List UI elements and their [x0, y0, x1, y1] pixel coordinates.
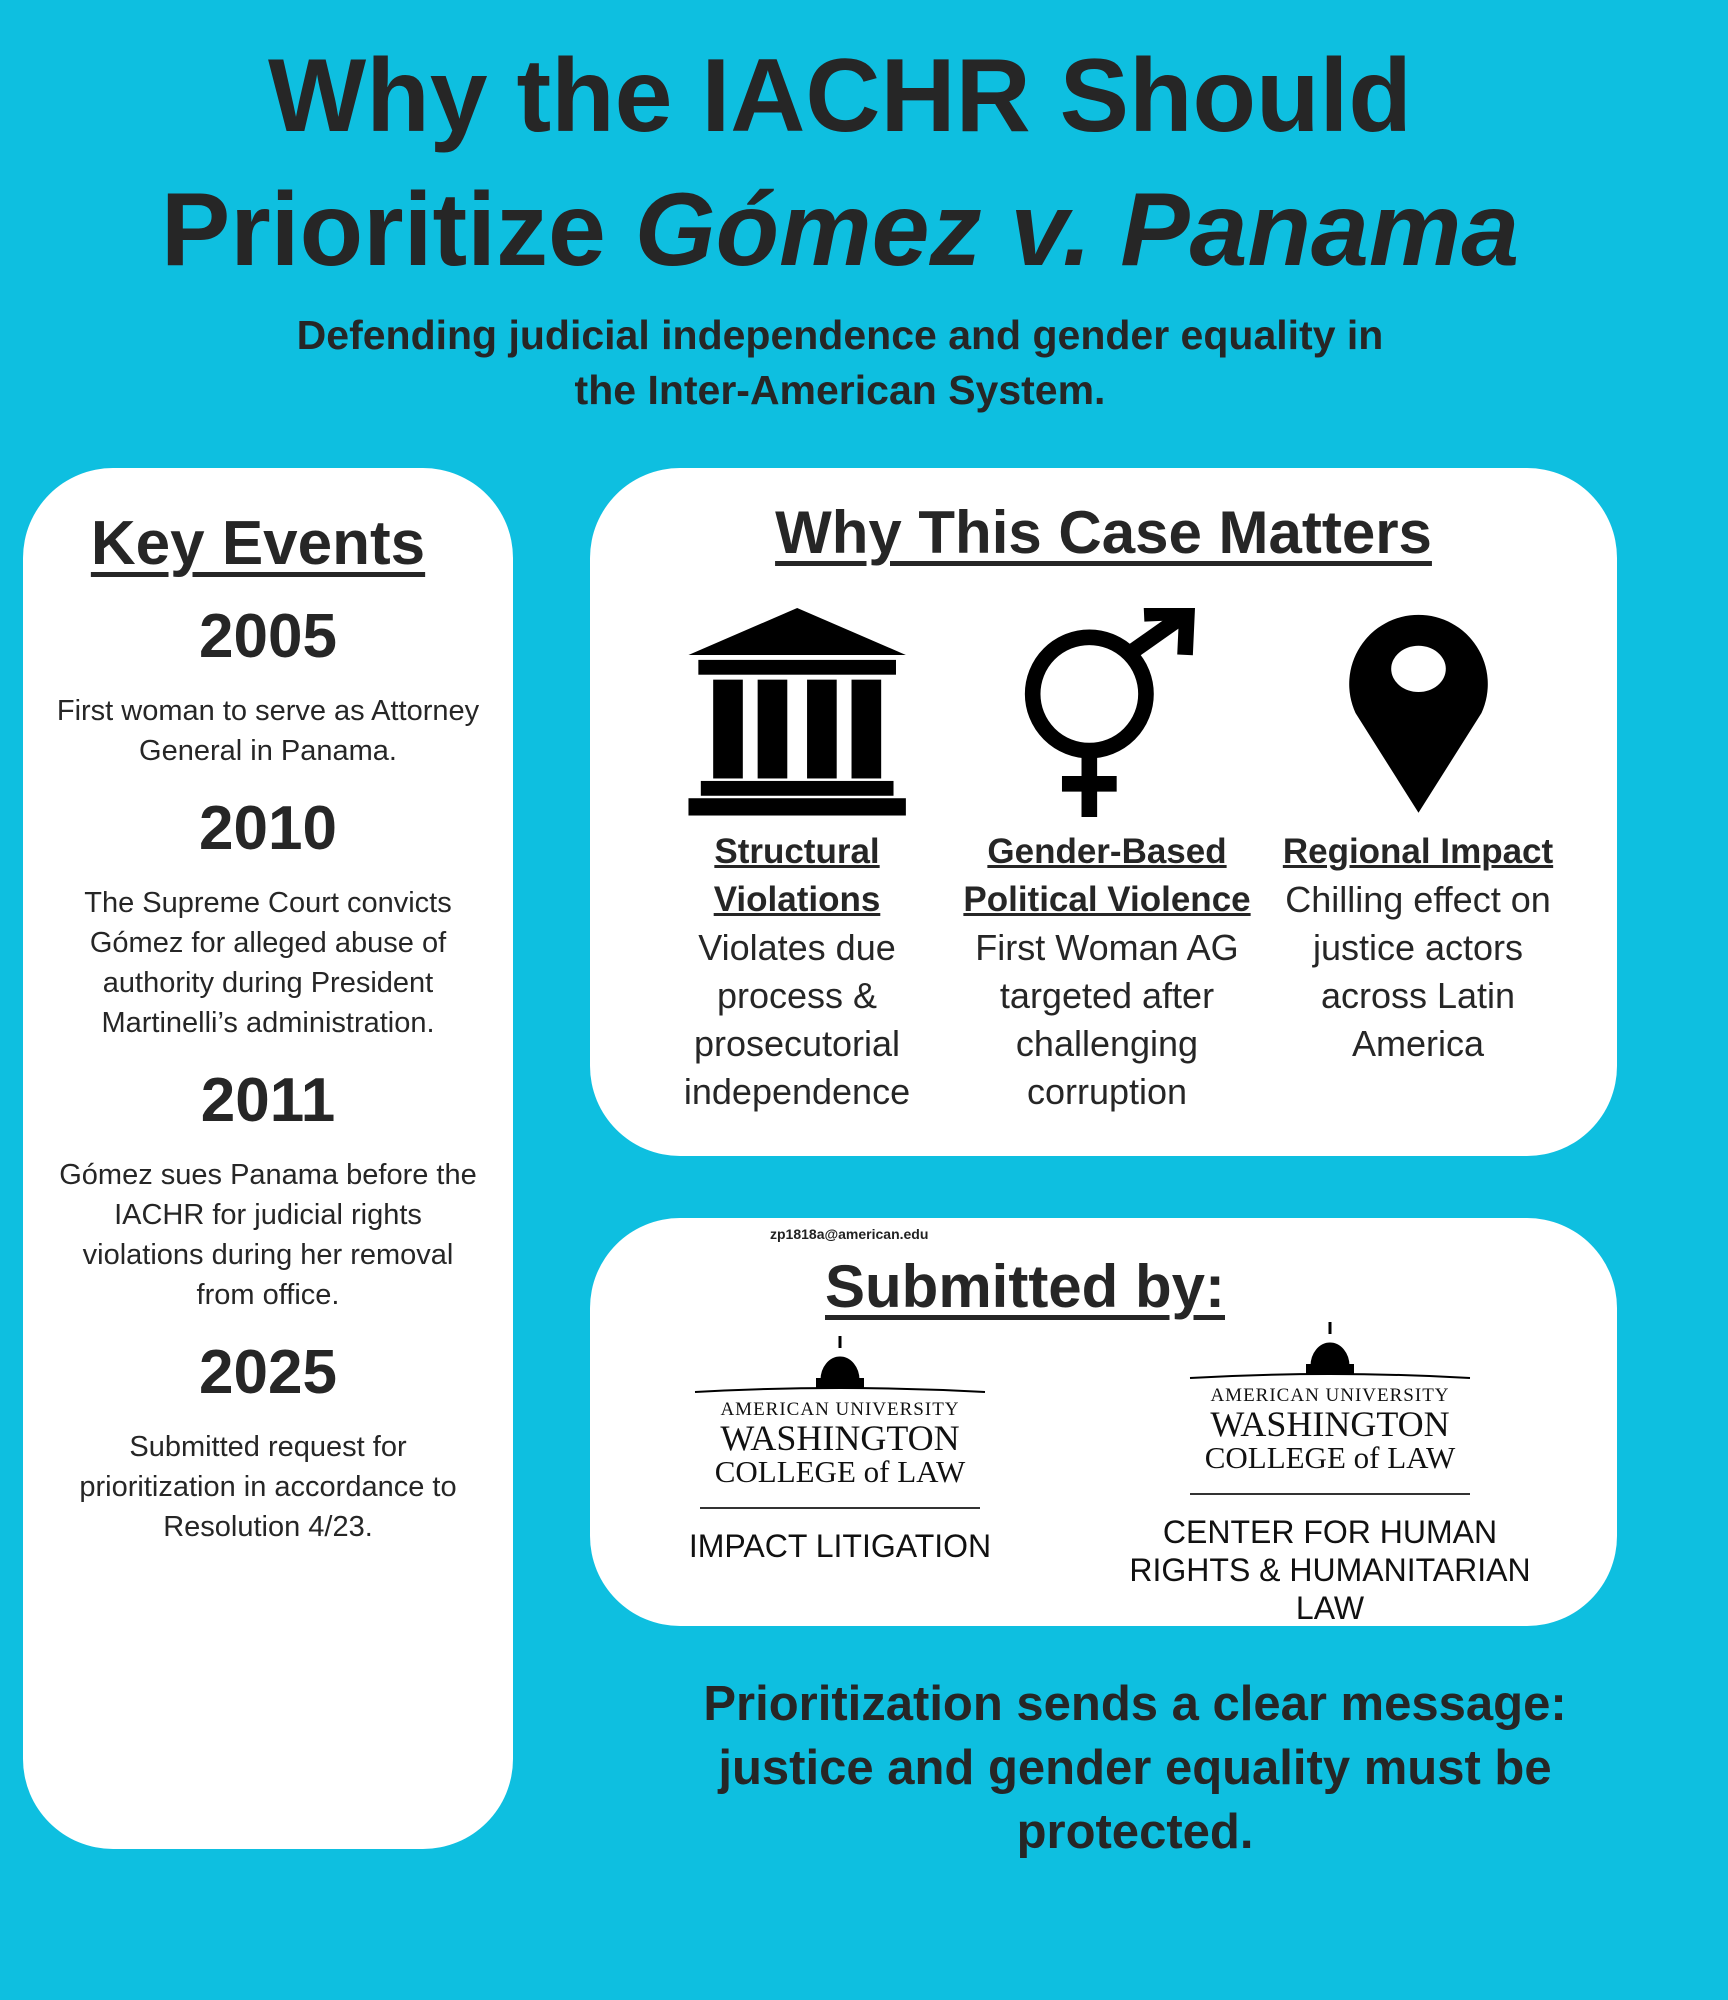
- title-line-1: Why the IACHR Should: [268, 38, 1412, 154]
- org-impact-litigation: IMPACT LITIGATION: [688, 1528, 992, 1564]
- matter-text: Violates due process & prosecutorial ind…: [683, 927, 911, 1112]
- event-text: The Supreme Court convicts Gómez for all…: [84, 887, 452, 1039]
- map-pin-icon: [1348, 614, 1488, 813]
- submitted-card: zp1818a@american.edu Submitted by: AMERI…: [590, 1218, 1617, 1626]
- logo-au: AMERICAN UNIVERSITY: [1210, 1385, 1450, 1406]
- event-year: 2010: [199, 794, 337, 863]
- divider: [1190, 1493, 1470, 1495]
- matter-text: Chilling effect on justice actors across…: [1285, 879, 1551, 1064]
- why-matters-card: Why This Case Matters Structural Violati…: [590, 468, 1617, 1156]
- logo-au: AMERICAN UNIVERSITY: [720, 1399, 960, 1420]
- event-year: 2025: [199, 1338, 337, 1407]
- courthouse-icon: [688, 608, 906, 816]
- logo-washington: WASHINGTON: [720, 1418, 960, 1458]
- case-name: Gómez v. Panama: [634, 172, 1520, 288]
- closing-message: Prioritization sends a clear message: ju…: [703, 1677, 1567, 1859]
- matter-label: Structural Violations: [713, 832, 881, 919]
- event-text: Submitted request for prioritization in …: [79, 1431, 457, 1543]
- matter-text: First Woman AG targeted after challengin…: [975, 927, 1239, 1112]
- logo-college: COLLEGE of LAW: [1204, 1440, 1456, 1475]
- capitol-dome-icon: [694, 1336, 986, 1393]
- title-plain: Prioritize: [160, 172, 635, 288]
- gender-symbol-icon: [1024, 608, 1195, 818]
- matter-item: Gender-Based Political Violence First Wo…: [957, 608, 1257, 1116]
- matter-item: Regional Impact Chilling effect on justi…: [1268, 608, 1568, 1068]
- wcl-logo-chr: AMERICAN UNIVERSITY WASHINGTON COLLEGE o…: [1090, 1322, 1570, 1627]
- submitted-heading: Submitted by:: [825, 1253, 1225, 1320]
- email-text: zp1818a@american.edu: [770, 1226, 929, 1242]
- why-matters-heading: Why This Case Matters: [775, 499, 1432, 566]
- org-center-human-rights: CENTER FOR HUMAN RIGHTS & HUMANITARIAN L…: [1129, 1514, 1531, 1626]
- logo-washington: WASHINGTON: [1210, 1404, 1450, 1444]
- event-text: First woman to serve as Attorney General…: [56, 695, 480, 767]
- subtitle-line-1: Defending judicial independence and gend…: [296, 312, 1384, 358]
- divider: [700, 1507, 980, 1509]
- logo-college: COLLEGE of LAW: [714, 1454, 966, 1489]
- matter-label: Regional Impact: [1282, 832, 1554, 871]
- wcl-logo-impact: AMERICAN UNIVERSITY WASHINGTON COLLEGE o…: [660, 1336, 1020, 1565]
- matter-item: Structural Violations Violates due proce…: [647, 608, 947, 1116]
- capitol-dome-icon: [1189, 1322, 1471, 1379]
- subtitle: Defending judicial independence and gend…: [0, 308, 1680, 418]
- event-text: Gómez sues Panama before the IACHR for j…: [59, 1159, 477, 1311]
- event-year: 2011: [200, 1066, 336, 1135]
- matter-label: Gender-Based Political Violence: [963, 832, 1251, 919]
- key-events-heading: Key Events: [90, 509, 426, 578]
- event-year: 2005: [199, 602, 337, 671]
- title-line-2: Prioritize Gómez v. Panama: [0, 168, 1680, 293]
- subtitle-line-2: the Inter-American System.: [574, 367, 1106, 413]
